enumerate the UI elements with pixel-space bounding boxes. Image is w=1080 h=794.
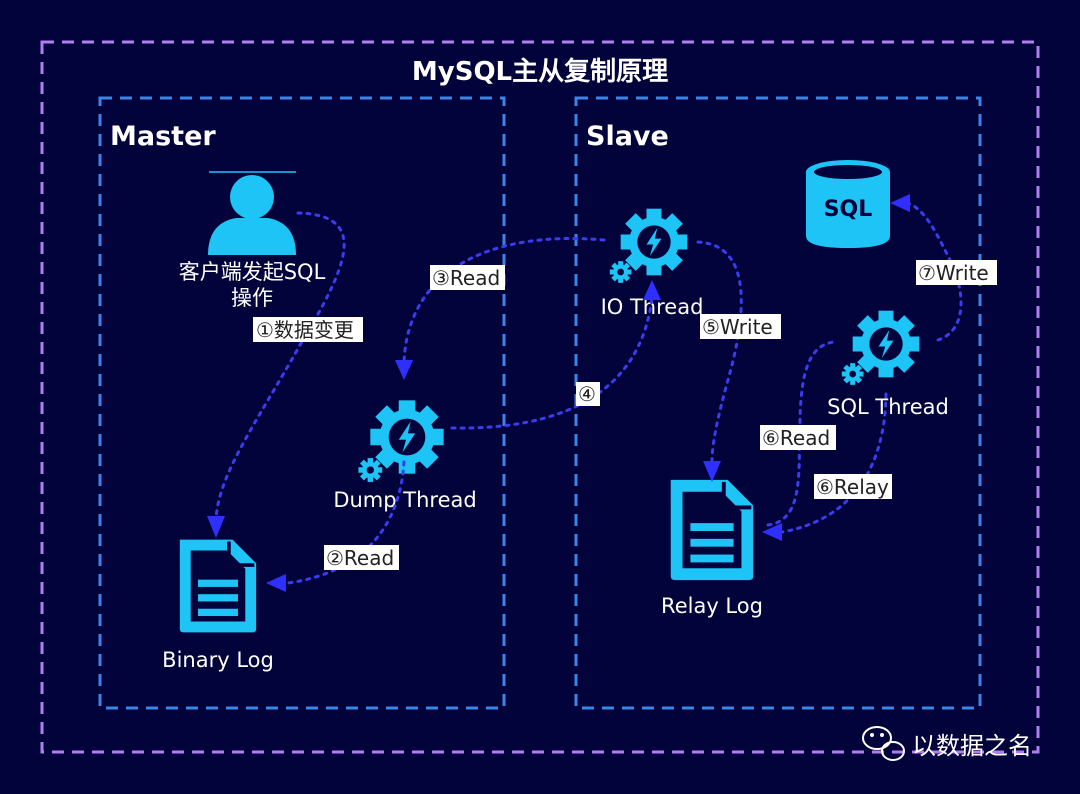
edge-6a-label: ⑥Read	[762, 426, 830, 450]
sql-thread-label: SQL Thread	[827, 395, 949, 419]
gear-lightning-icon	[841, 310, 920, 385]
edge-2-path	[286, 460, 406, 585]
document-icon	[668, 477, 756, 583]
relay-log-label: Relay Log	[661, 594, 763, 618]
outer-frame	[40, 40, 1040, 754]
edge-4-label: ④	[578, 382, 596, 406]
client-label-line1: 客户端发起SQL	[179, 260, 326, 284]
gear-lightning-icon	[609, 208, 688, 283]
user-icon	[208, 171, 296, 255]
gear-lightning-icon	[358, 400, 444, 482]
database-icon	[806, 160, 890, 248]
edge-5-label: ⑤Write	[702, 315, 773, 339]
edge-6b-label: ⑥Relay	[816, 475, 889, 499]
edge-4-arrow	[643, 280, 661, 300]
dump-thread-node: Dump Thread	[333, 400, 477, 512]
edge-1-path	[214, 211, 346, 522]
edge-3-path	[402, 237, 606, 364]
edge-6b-arrow	[762, 523, 782, 541]
diagram-title: MySQL主从复制原理	[412, 57, 668, 87]
slave-panel-title: Slave	[586, 121, 669, 152]
edge-5-path	[696, 240, 743, 464]
wechat-icon	[862, 726, 905, 761]
sql-database-text: SQL	[824, 197, 873, 222]
client-node: 客户端发起SQL 操作	[179, 171, 326, 310]
edge-labels: ①数据变更 ②Read ③Read ④ ⑤Write ⑥Read ⑥Relay …	[253, 260, 997, 570]
edge-7-label: ⑦Write	[918, 261, 989, 285]
edge-5-arrow	[703, 461, 721, 482]
binary-log-node: Binary Log	[162, 537, 274, 672]
edge-1-label: ①数据变更	[256, 318, 354, 342]
master-panel-title: Master	[110, 121, 216, 152]
edge-1-arrow	[207, 516, 225, 538]
edge-7-arrow	[890, 194, 910, 212]
edge-3-label: ③Read	[432, 266, 500, 290]
binary-log-label: Binary Log	[162, 648, 274, 672]
sql-thread-node: SQL Thread	[827, 310, 949, 419]
edge-2-label: ②Read	[326, 546, 394, 570]
document-icon	[177, 537, 259, 635]
dump-thread-label: Dump Thread	[333, 488, 476, 512]
edge-2-arrow	[266, 574, 286, 592]
edge-6a-path	[766, 340, 836, 527]
watermark-text: 以数据之名	[912, 732, 1032, 760]
relay-log-node: Relay Log	[661, 477, 763, 618]
watermark: 以数据之名	[862, 726, 1032, 761]
edge-3-arrow	[395, 360, 413, 380]
client-label-line2: 操作	[231, 286, 273, 310]
sql-database-node: SQL	[806, 160, 890, 248]
master-panel	[98, 96, 506, 710]
edge-4-path	[450, 296, 654, 430]
